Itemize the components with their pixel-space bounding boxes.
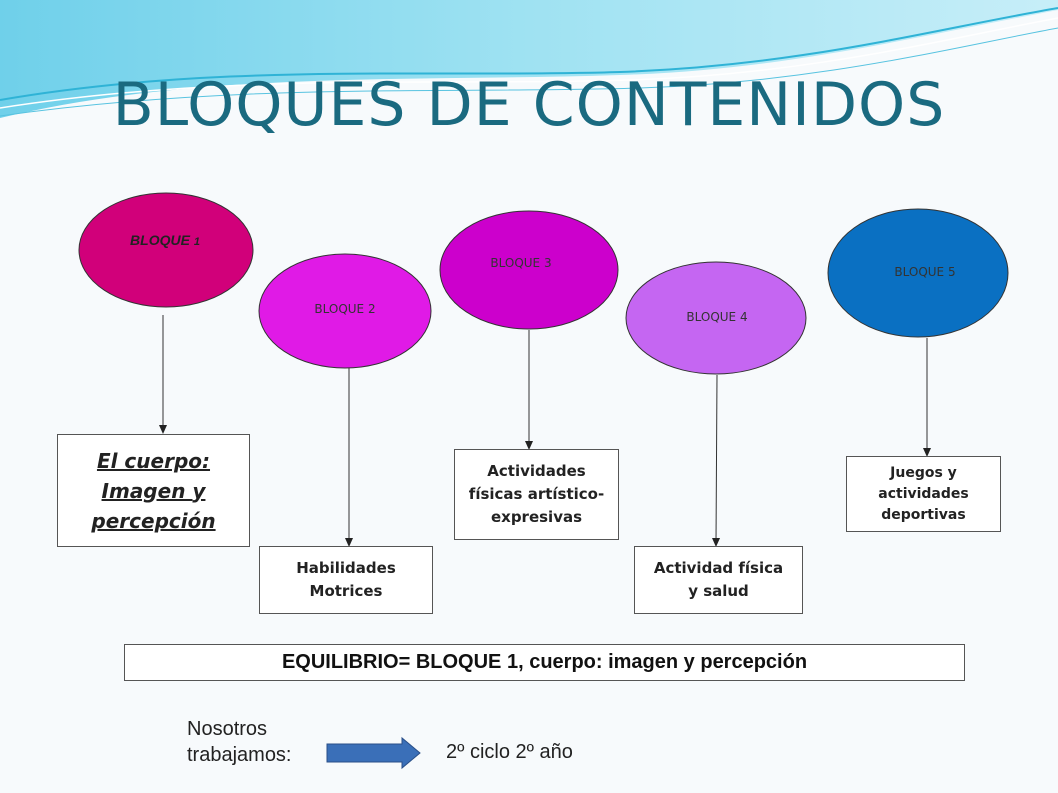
note-line-1: Nosotros bbox=[187, 718, 268, 740]
bloque-3-label: BLOQUE 3 bbox=[490, 256, 552, 270]
content-line: Motrices bbox=[309, 582, 383, 600]
bloque-2-label: BLOQUE 2 bbox=[314, 302, 376, 316]
bloque-3-content-box: Actividades físicas artístico- expresiva… bbox=[454, 449, 619, 540]
header-wave-decoration bbox=[0, 0, 1058, 118]
bloque-5-label: BLOQUE 5 bbox=[894, 265, 956, 279]
content-line: Actividad física bbox=[653, 559, 784, 577]
content-line: percepción bbox=[91, 508, 216, 533]
right-arrow-icon bbox=[326, 736, 421, 770]
content-line: El cuerpo: bbox=[96, 448, 211, 473]
bloque-2-content-box: Habilidades Motrices bbox=[259, 546, 433, 614]
summary-box: EQUILIBRIO= BLOQUE 1, cuerpo: imagen y p… bbox=[124, 644, 965, 681]
bloque-5-node bbox=[827, 208, 1009, 338]
content-line: Habilidades bbox=[296, 559, 396, 577]
page-title: BLOQUES DE CONTENIDOS bbox=[112, 70, 946, 140]
bloque-3-node bbox=[439, 210, 619, 330]
content-line: actividades bbox=[878, 485, 969, 502]
bloque-1-label: BLOQUE 1 bbox=[130, 232, 200, 248]
content-line: Imagen y bbox=[101, 478, 206, 503]
note-text: Nosotros trabajamos: bbox=[187, 716, 292, 768]
note-result: 2º ciclo 2º año bbox=[446, 741, 573, 763]
content-line: físicas artístico- bbox=[468, 485, 605, 503]
content-line: expresivas bbox=[490, 508, 583, 526]
bloque-4-arrow bbox=[712, 374, 721, 547]
bloque-4-content-box: Actividad física y salud bbox=[634, 546, 803, 614]
content-line: deportivas bbox=[881, 506, 966, 523]
bloque-4-label: BLOQUE 4 bbox=[686, 310, 748, 324]
note-line-2: trabajamos: bbox=[187, 744, 292, 766]
content-line: Juegos y bbox=[890, 464, 957, 481]
bloque-4-node bbox=[625, 261, 807, 375]
bloque-1-node bbox=[78, 192, 254, 308]
content-line: Actividades bbox=[487, 462, 586, 480]
bloque-2-node bbox=[258, 253, 432, 369]
bloque-1-content-box: El cuerpo: Imagen y percepción bbox=[57, 434, 250, 547]
content-line: y salud bbox=[688, 582, 749, 600]
bloque-5-content-box: Juegos y actividades deportivas bbox=[846, 456, 1001, 532]
